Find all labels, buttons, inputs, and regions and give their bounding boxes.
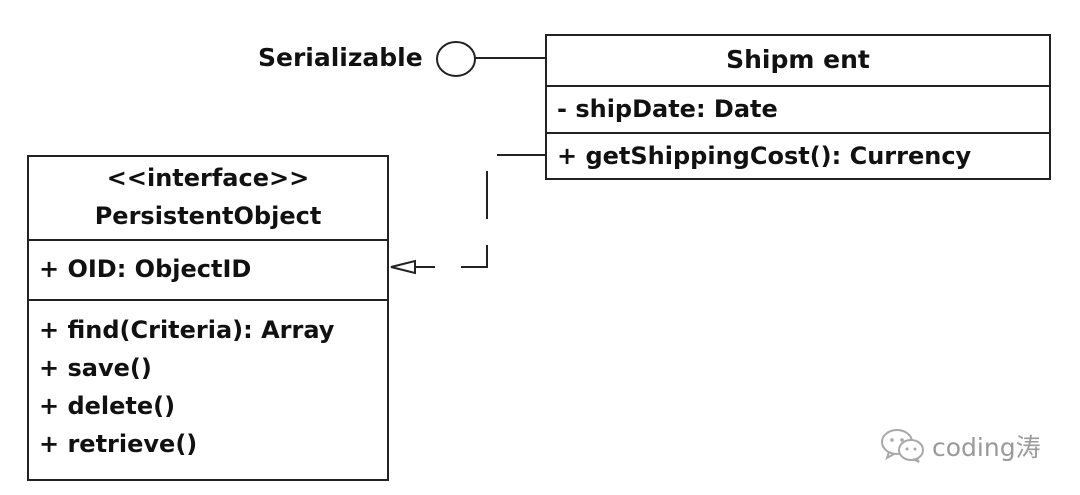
persistent-stereotype: <<interface>> <box>106 164 310 192</box>
shipment-operation: + getShippingCost(): Currency <box>557 142 972 170</box>
persistent-attribute: + OID: ObjectID <box>39 255 252 283</box>
realization-arrowhead <box>390 259 416 275</box>
shipment-class-box: Shipm ent - shipDate: Date + getShipping… <box>545 34 1051 180</box>
interface-lollipop-circle <box>436 41 476 77</box>
shipment-attributes-compartment: - shipDate: Date <box>547 85 1049 132</box>
persistent-operation-save: + save() <box>39 354 152 382</box>
persistent-class-name: PersistentObject <box>94 202 322 230</box>
realization-dashed-connector <box>415 154 545 268</box>
persistent-object-interface-box: <<interface>> PersistentObject + OID: Ob… <box>27 155 389 481</box>
watermark-text: coding涛 <box>932 433 1041 462</box>
wechat-icon <box>881 429 924 463</box>
watermark: coding涛 <box>880 426 1041 466</box>
persistent-operation-find: + find(Criteria): Array <box>39 316 335 344</box>
persistent-operation-delete: + delete() <box>39 392 176 420</box>
shipment-operations-compartment: + getShippingCost(): Currency <box>547 132 1049 178</box>
persistent-operation-retrieve: + retrieve() <box>39 430 198 458</box>
persistent-name-compartment: <<interface>> PersistentObject <box>29 157 387 239</box>
shipment-attribute: - shipDate: Date <box>557 95 778 123</box>
shipment-name-compartment: Shipm ent <box>547 36 1049 85</box>
serializable-interface-label: Serializable <box>258 43 423 72</box>
persistent-attributes-compartment: + OID: ObjectID <box>29 239 387 299</box>
persistent-operations-compartment: + find(Criteria): Array + save() + delet… <box>29 299 387 463</box>
shipment-class-name: Shipm ent <box>726 45 870 74</box>
